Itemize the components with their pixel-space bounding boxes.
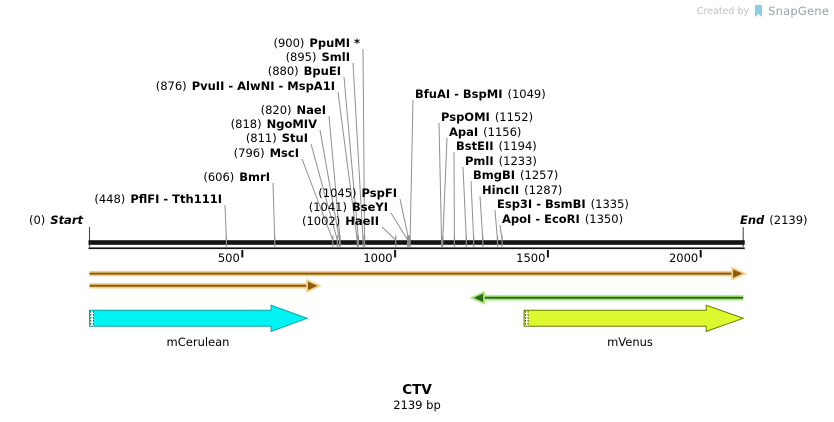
snapgene-brand-text: SnapGene (768, 4, 829, 18)
forward-strand-arrow[interactable] (89, 266, 747, 281)
restriction-site-label[interactable]: (811)StuI (245, 131, 308, 145)
restriction-site-label[interactable]: BstEII(1194) (456, 139, 537, 153)
sequence-title-block: CTV 2139 bp (393, 383, 441, 412)
created-by-text: Created by (696, 5, 750, 17)
restriction-site-label[interactable]: (1045)PspFI (318, 186, 397, 200)
start-label[interactable]: (0)Start (28, 213, 83, 227)
restriction-site-label[interactable]: ApaI(1156) (449, 125, 522, 139)
ruler-tick-label: 500 (217, 250, 240, 265)
restriction-site-label[interactable]: (1002)HaeII (302, 214, 379, 228)
sequence-line[interactable] (88, 240, 745, 250)
ruler-tick-label: 2000 (668, 250, 699, 265)
sequence-length: 2139 bp (393, 398, 441, 412)
feature-label[interactable]: mCerulean (166, 335, 230, 349)
restriction-site-label[interactable]: BfuAI - BspMI(1049) (415, 87, 546, 101)
restriction-site-label[interactable]: (818)NgoMIV (230, 117, 317, 131)
restriction-site-label[interactable]: PspOMI(1152) (441, 110, 534, 124)
feature-label[interactable]: mVenus (607, 335, 653, 349)
restriction-site-label[interactable]: (820)NaeI (260, 103, 326, 117)
snapgene-credit: Created by SnapGene (697, 4, 829, 18)
end-label[interactable]: End(2139) (740, 213, 808, 227)
restriction-site-label[interactable]: (876)PvuII - AlwNI - MspA1I (155, 79, 335, 93)
restriction-site-label[interactable]: (448)PflFI - Tth111I (94, 192, 222, 206)
restriction-site-label[interactable]: BmgBI(1257) (473, 168, 559, 182)
restriction-site-label[interactable]: (796)MscI (233, 146, 299, 160)
restriction-site-label[interactable]: Esp3I - BsmBI(1335) (497, 197, 629, 211)
ruler-tick-label: 1500 (516, 250, 546, 265)
restriction-site-label[interactable]: HincII(1287) (482, 183, 563, 197)
sequence-name: CTV (402, 382, 432, 398)
feature-arrow-mCerulean[interactable] (89, 304, 309, 333)
restriction-site-label[interactable]: (895)SmlI (285, 50, 350, 64)
restriction-site-label[interactable]: (880)BpuEI (267, 64, 341, 78)
restriction-site-label[interactable]: PmlI(1233) (465, 154, 537, 168)
restriction-site-label[interactable]: (606)BmrI (203, 170, 270, 184)
restriction-site-label[interactable]: (1041)BseYI (308, 200, 388, 214)
snapgene-logo-icon (755, 4, 763, 17)
restriction-site-label[interactable]: ApoI - EcoRI(1350) (502, 212, 624, 226)
ruler-tick-label: 1000 (363, 250, 393, 265)
site-tick-marks (225, 235, 503, 247)
restriction-site-label[interactable]: (900)PpuMI * (273, 36, 360, 50)
ruler-ticks (241, 250, 702, 258)
leader-lines (88, 48, 744, 247)
feature-arrow-mVenus[interactable] (523, 304, 745, 333)
forward-fragment-arrow[interactable] (89, 278, 322, 293)
reverse-fragment-arrow[interactable] (469, 290, 744, 305)
